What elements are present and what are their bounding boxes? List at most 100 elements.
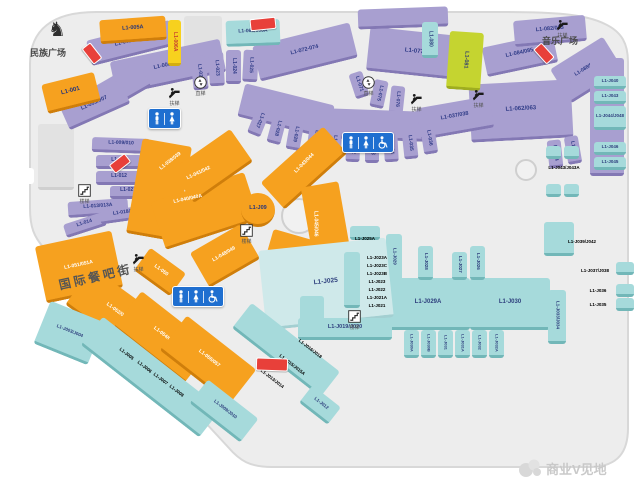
unit-label: L1-J025A [338,234,392,244]
unit-label: L1-J021A [366,294,387,300]
unit-label: L1-080 [427,30,434,47]
map-unit: L1-J031A [455,330,470,358]
map-unit [24,168,34,184]
elevator-icon: 直梯 [194,76,207,97]
map-unit: L1-J030B [421,330,436,358]
icon-label: 扶梯 [169,101,180,107]
watermark-logo-icon [519,459,541,477]
unit-label: L1-J021 [368,302,386,308]
unit-label: L1-J023C [366,262,387,268]
icon-label: 直梯 [195,91,206,97]
atrium-circle [515,159,537,181]
unit-label: L1-J033/J034 [555,301,561,330]
unit-label: L1-J037/J038 [572,266,618,276]
unit-label: L1-J043 [601,92,619,98]
restroom-accessible-sign [172,286,224,307]
unit-label: L1-J031A [460,333,466,352]
unit-label: L1-J026 [475,253,481,270]
unit-label: L1-J023B [356,270,398,278]
unit-label: L1-J027 [457,256,463,273]
unit-label: L1-J037/J038 [580,267,610,273]
map-unit: L1-J09 [241,193,275,227]
unit-label: L1-J09 [249,204,267,211]
stairs-icon: 楼梯 [78,184,91,205]
unit-label: L1-J036 [582,286,614,296]
unit-label: L1-J030B [426,333,432,352]
restroom-sign [148,108,181,129]
unit-label: L1-J023B [366,270,387,276]
unit-label: L1-J023C [356,262,398,270]
icon-label: 楼梯 [349,325,360,331]
horse-icon: ♞ [48,19,66,41]
map-unit: L1-080 [422,22,438,58]
unit-label: L1-J032A [494,333,500,352]
unit-label: L1-045/046 [312,211,319,237]
unit-label: L1-J043/J043A [532,162,596,174]
map-unit [546,184,561,197]
map-unit [344,252,360,308]
unit-label: L1-J021 [356,302,398,310]
stairs-icon: 楼梯 [240,224,253,245]
unit-label: L1-J022 [368,286,386,292]
escalator-icon: 扶梯 [410,92,423,113]
watermark: 商业V见地 [518,458,607,478]
map-unit [616,298,634,311]
unit-label: L1-J021A [356,294,398,302]
plaza-label-top-right: 音乐广场 [542,36,579,46]
escalator-icon: 扶梯 [556,18,569,39]
map-unit: L1-J044/J048 [594,106,626,130]
map-unit: L1-J045 [594,157,626,170]
map-unit [564,184,579,197]
icon-label: 扶梯 [133,267,144,273]
unit-label: L1-J035 [582,300,614,310]
unit-label: L1-J044/J048 [595,113,625,119]
icon-label: 直梯 [363,91,374,97]
map-unit: L1-J030 [470,278,550,330]
map-unit [616,262,634,275]
map-unit [564,146,579,159]
elevator-icon: 直梯 [362,76,375,97]
escalator-icon: 扶梯 [132,252,145,273]
escalator-icon: 扶梯 [168,86,181,107]
unit-label: L1-J025A [354,235,375,241]
map-unit: L1-J031 [438,330,453,358]
unit-label: L1-J028 [423,253,429,270]
map-unit: L1-J032 [472,330,487,358]
unit-label: L1-J045 [601,158,619,164]
map-unit: L1-J030A [404,330,419,358]
icon-label: 扶梯 [557,33,568,39]
map-unit: L1-024 [226,50,241,84]
unit-label: L1-J029A [414,299,442,306]
unit-label: L1-J023A [366,254,387,260]
exit-marker [81,42,103,65]
unit-label: L1-J030 [498,299,522,306]
unit-label: L1-006A [172,31,179,52]
icon-label: 扶梯 [411,107,422,113]
unit-label: L1-012 [111,172,127,179]
map-unit [38,124,74,190]
unit-label: L1-J031 [443,335,449,350]
map-unit: L1-J040 [594,76,626,89]
map-unit: L1-J019/J020 [298,318,392,340]
unit-label: L1-J036 [589,287,607,293]
exit-marker [255,357,289,372]
unit-label: L1-J035 [589,301,607,307]
unit-label: L1-J039/J042 [552,236,612,248]
unit-label: L1-J023 [368,278,386,284]
map-unit: L1-J033/J034 [548,290,566,344]
plaza-label-top-left: 民族广场 [30,48,67,58]
unit-label: L1-J046 [601,143,619,149]
unit-label: L1-021 [120,187,136,194]
icon-label: 扶梯 [473,103,484,109]
icon-label: 楼梯 [241,239,252,245]
exit-marker [249,16,277,32]
map-unit: L1-J026 [470,246,485,280]
map-unit [350,226,380,240]
watermark-text: 商业V见地 [546,461,607,477]
map-unit: L1-J032A [489,330,504,358]
unit-label: L1-J030A [409,333,415,352]
escalator-icon: 扶梯 [472,88,485,109]
map-unit: L1-J027 [452,252,467,280]
